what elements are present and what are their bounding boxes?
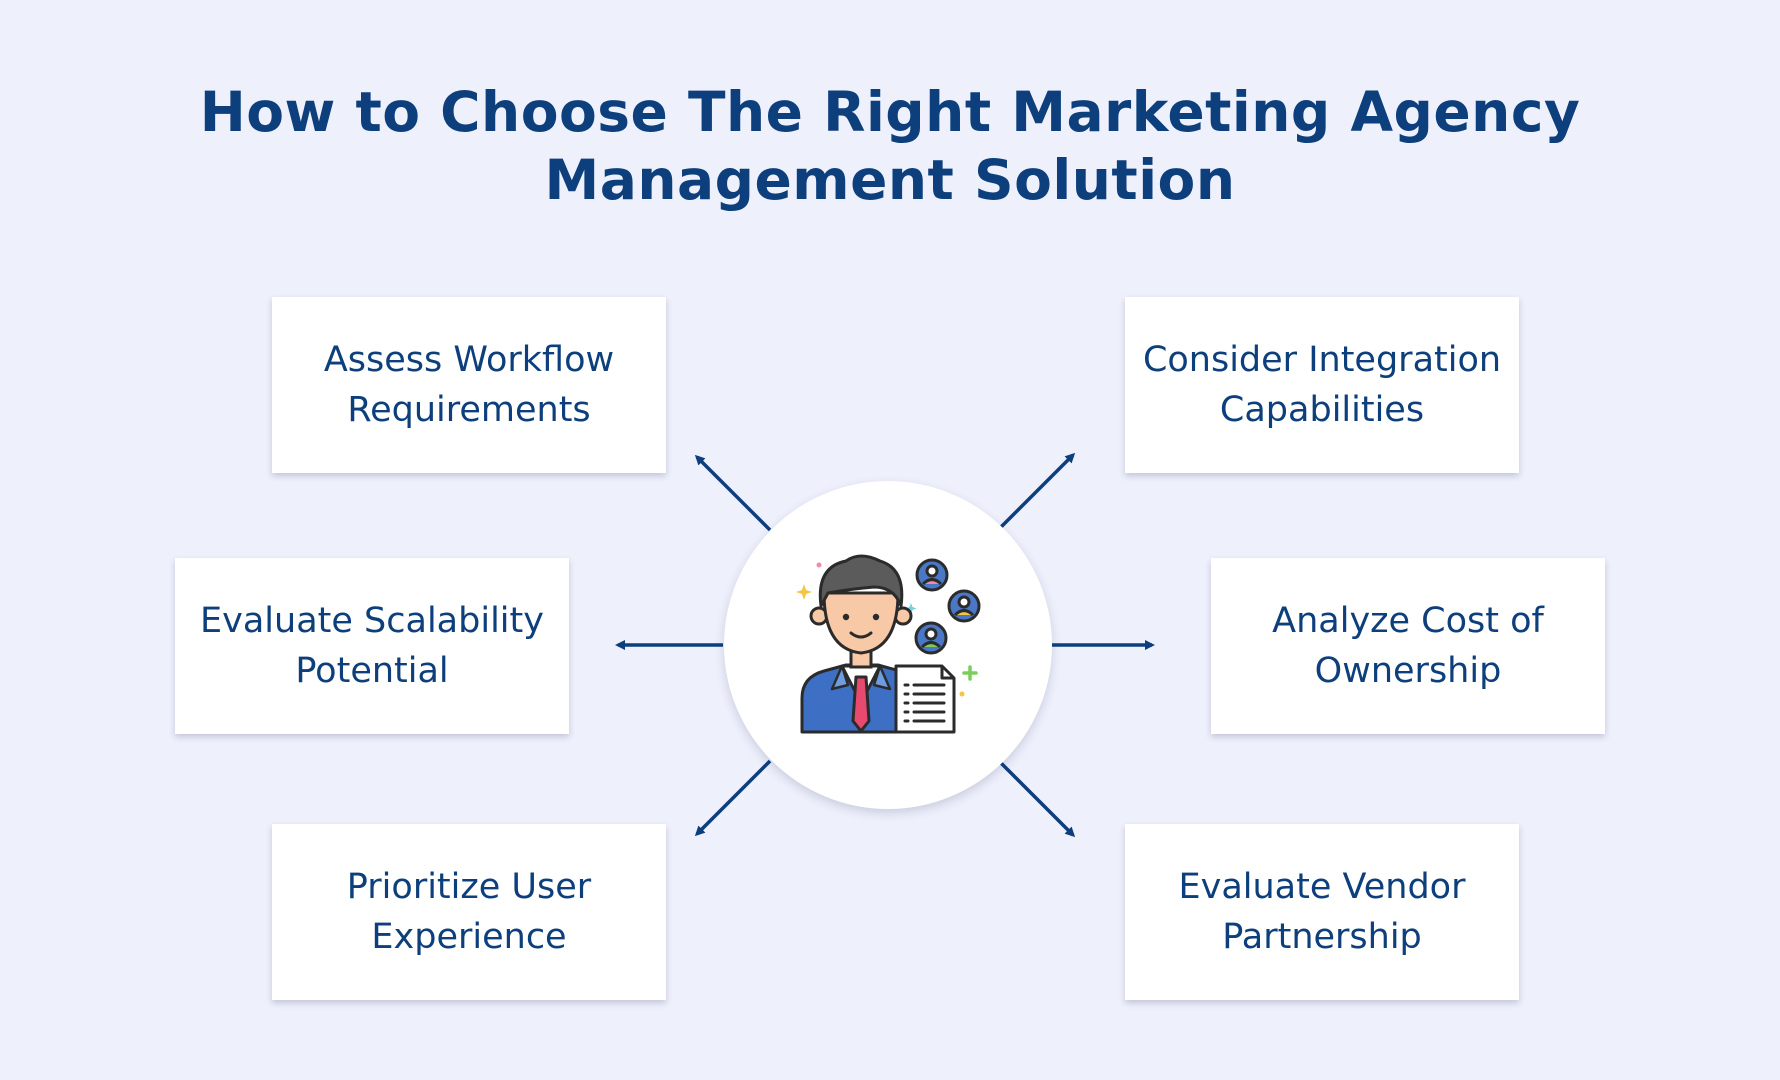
card-assess-workflow: Assess Workflow Requirements (272, 297, 666, 473)
card-label: Assess Workflow Requirements (323, 340, 615, 430)
card-analyze-cost: Analyze Cost of Ownership (1211, 558, 1605, 734)
card-label: Consider Integration Capabilities (1142, 340, 1502, 430)
card-label: Evaluate Scalability Potential (200, 601, 544, 691)
card-label: Evaluate Vendor Partnership (1178, 867, 1466, 957)
businessman-with-team-and-document-icon (796, 554, 981, 734)
page-title: How to Choose The Right Marketing Agency… (190, 78, 1590, 214)
card-label: Analyze Cost of Ownership (1272, 601, 1544, 691)
card-evaluate-scalability: Evaluate Scalability Potential (175, 558, 569, 734)
card-evaluate-vendor: Evaluate Vendor Partnership (1125, 824, 1519, 1000)
arrow-to-integration (999, 452, 1076, 529)
title-line-2: Management Solution (544, 148, 1236, 212)
arrow-to-user-experience (694, 759, 772, 837)
title-line-1: How to Choose The Right Marketing Agency (199, 80, 1581, 144)
arrow-to-vendor (999, 761, 1076, 838)
card-consider-integration: Consider Integration Capabilities (1125, 297, 1519, 473)
card-label: Prioritize User Experience (346, 867, 592, 957)
center-hub (724, 481, 1052, 809)
arrow-to-workflow (694, 454, 772, 532)
card-prioritize-user-experience: Prioritize User Experience (272, 824, 666, 1000)
